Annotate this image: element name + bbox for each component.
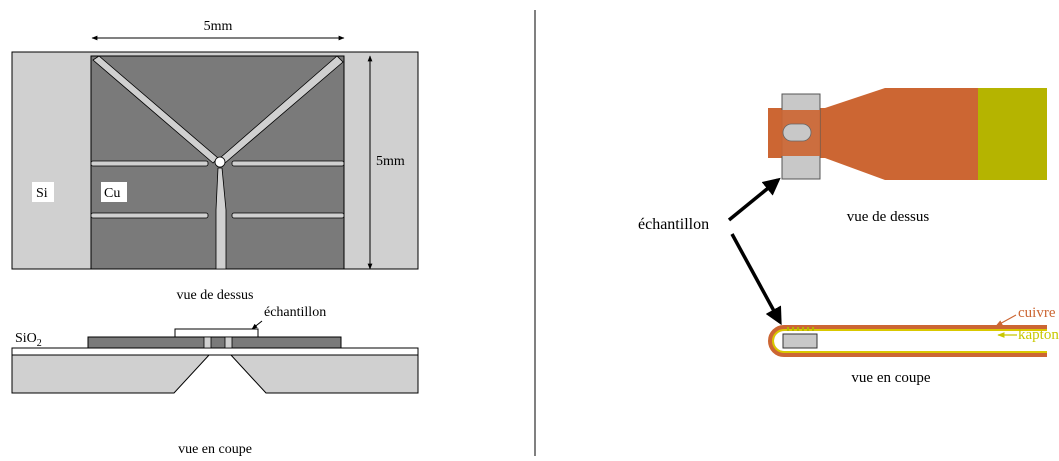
copper-label: Cu <box>104 186 120 201</box>
height-dimension-label: 5mm <box>376 154 405 169</box>
sample-block-section <box>782 333 818 349</box>
copper-film-section <box>87 336 342 349</box>
right-cross-section: cuivre kapton vue en coupe <box>768 305 1059 386</box>
copper-slits <box>90 55 345 270</box>
right-section-caption: vue en coupe <box>851 370 930 386</box>
left-top-view: 5mm 5mm Si Cu vue de dessus <box>11 19 419 303</box>
sample-arrow-up <box>727 177 781 222</box>
copper-pointer-arrow <box>995 314 1017 327</box>
kapton-label: kapton <box>1018 327 1059 343</box>
copper-label: cuivre <box>1018 305 1056 321</box>
silicon-label: Si <box>36 186 48 201</box>
right-top-view: vue de dessus <box>768 88 1047 225</box>
copper-slot <box>782 123 812 142</box>
flex-fold-kapton <box>772 329 1047 353</box>
sio2-layer <box>11 347 419 356</box>
sample-section <box>174 328 259 338</box>
sio2-label: SiO2 <box>15 331 42 349</box>
left-top-caption: vue de dessus <box>177 288 254 303</box>
flex-fold-copper <box>768 325 1047 357</box>
right-sample-callout: échantillon <box>638 177 782 326</box>
right-sample-label: échantillon <box>638 216 709 233</box>
sample-arrow-down <box>730 233 782 326</box>
width-dimension-label: 5mm <box>204 19 233 34</box>
contact-dots <box>787 327 814 331</box>
kapton-end <box>976 88 1047 180</box>
left-cross-section: SiO2 échantillon vue en coupe <box>11 305 419 457</box>
right-top-caption: vue de dessus <box>847 209 930 225</box>
left-sample-label: échantillon <box>264 305 326 320</box>
sample-pointer-arrow <box>251 320 263 330</box>
left-section-caption: vue en coupe <box>178 442 252 457</box>
